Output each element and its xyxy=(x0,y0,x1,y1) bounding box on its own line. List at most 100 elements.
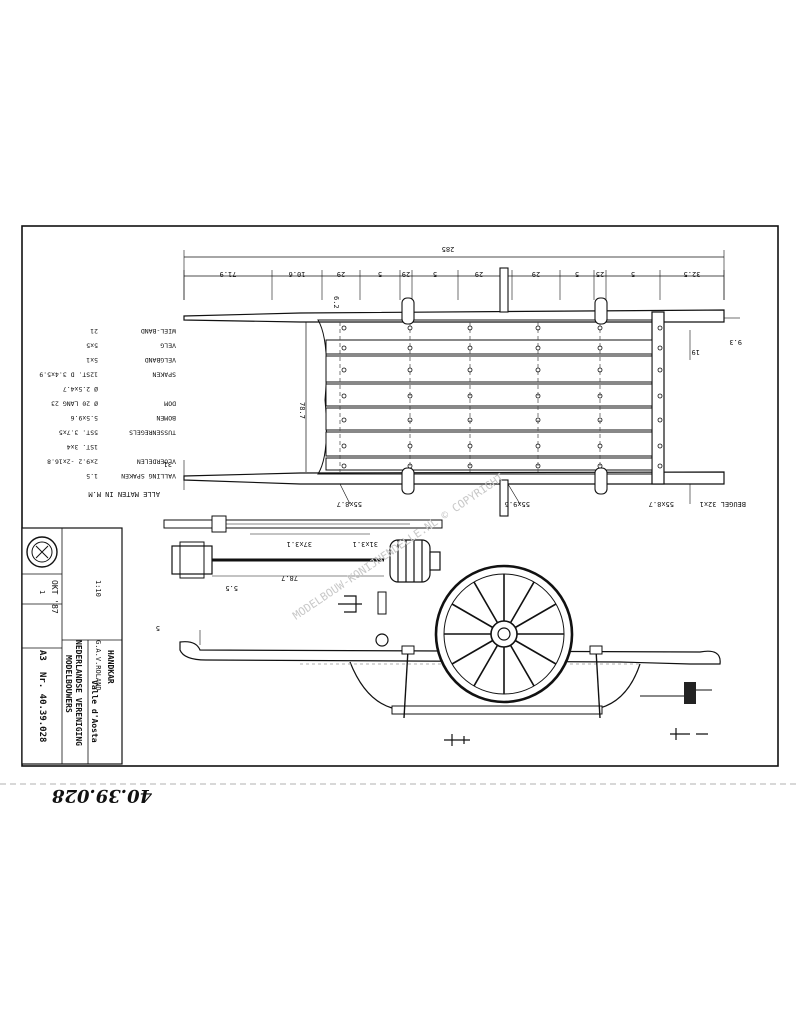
stanchion xyxy=(594,467,608,495)
org-line-1: NEDERLANDSE VERENIGING xyxy=(74,640,83,746)
bolt-hole xyxy=(341,443,347,449)
floor-board xyxy=(325,431,653,457)
dim-segment-label: 29 xyxy=(402,270,410,278)
wheel-spoke xyxy=(473,644,499,687)
part-name: VELGBAND xyxy=(145,356,176,364)
floor-board xyxy=(325,355,653,383)
callout-beam-3: 55x8.7 xyxy=(649,500,674,508)
association-logo-icon xyxy=(26,536,58,568)
wheel-spoke xyxy=(473,581,499,624)
wheel-spoke xyxy=(451,603,494,629)
part-spec: 5x1 xyxy=(86,356,98,364)
date-text: OKT '87 xyxy=(50,580,59,614)
wheel xyxy=(434,564,574,704)
bolt-hole xyxy=(657,393,663,399)
ring-detail xyxy=(375,633,389,647)
callout-beam-2: 55x9.6 xyxy=(505,500,530,508)
part-name: SPAKEN xyxy=(152,371,176,379)
format-text: A3 xyxy=(37,650,47,661)
dim-overall-length: 285 xyxy=(442,245,455,253)
callout-beugel: BEUGEL 32x1 xyxy=(700,500,746,508)
floor-board xyxy=(325,383,653,407)
plan-view: 285 71.910.629529529529525532.5 xyxy=(164,245,746,517)
beam-top xyxy=(183,309,725,323)
floor-board xyxy=(325,457,653,471)
dim-side: 5 xyxy=(156,624,160,632)
dim-axle-2: 31x3.1 xyxy=(353,540,378,548)
wheel-spoke xyxy=(514,639,557,665)
scale-text: 1:10 xyxy=(94,580,102,597)
bolt-hole xyxy=(657,367,663,373)
bolt-hole xyxy=(341,345,347,351)
part-spec: 12ST. D 3.4x5.9 xyxy=(39,371,98,379)
part-spec: 1ST. 3x4 xyxy=(67,443,98,451)
stanchion-cap xyxy=(401,645,415,655)
axle-stub xyxy=(499,479,509,517)
dim-segment-label: 29 xyxy=(532,270,540,278)
parts-list-title: ALLE MATEN IN M.M xyxy=(88,490,160,498)
bolt-hole xyxy=(657,345,663,351)
dim-small-2: 9.3 xyxy=(729,338,742,346)
part-spec: 5x5 xyxy=(86,342,98,350)
dim-segment-label: 29 xyxy=(475,270,483,278)
sheet-border xyxy=(21,225,779,767)
side-view: 5 xyxy=(156,564,721,746)
bolt-hole xyxy=(341,325,347,331)
part-spec: 2x9.2 -2x16.8 xyxy=(47,458,98,466)
dim-axle-4: 5.5 xyxy=(225,584,238,592)
part-spec: Ø 2.5x4.7 xyxy=(63,385,98,393)
bracket-detail xyxy=(377,591,387,615)
pin-detail xyxy=(670,728,708,740)
part-spec: 5.5x9.6 xyxy=(71,414,98,422)
part-name: VELG xyxy=(160,342,176,350)
floor-board xyxy=(325,407,653,431)
clamp-detail xyxy=(684,682,696,704)
wheel-spoke xyxy=(514,603,557,629)
part-spec: 1.5 xyxy=(86,472,98,480)
hub-side xyxy=(389,539,441,583)
part-name: VLOERDELEN xyxy=(137,458,176,466)
dim-segment-label: 25 xyxy=(596,270,604,278)
axle-views: 37x3.1 31x3.1 78.7 5.5 xyxy=(163,515,443,615)
part-name: VALLING SPAKEN xyxy=(121,472,176,480)
part-spec: 5ST. 3.7x5 xyxy=(59,429,98,437)
stanchion-cap xyxy=(589,645,603,655)
part-name: TUSSENREGELS xyxy=(129,429,176,437)
dim-small-1: 6.2 xyxy=(332,296,340,309)
bolt-hole xyxy=(341,393,347,399)
part-spec: 21 xyxy=(90,327,98,335)
wheel-spoke xyxy=(509,581,535,624)
bolt-hole xyxy=(657,443,663,449)
org-line-2: MODELBOUWERS xyxy=(64,655,73,713)
stanchion xyxy=(594,297,608,325)
part-name: BOMEN xyxy=(156,414,176,422)
dim-segment-label: 71.9 xyxy=(220,270,237,278)
dim-segment-label: 5 xyxy=(378,270,382,278)
drawn-by: G.A.V.ROLAND xyxy=(94,640,102,691)
part-name: WIEL-BAND xyxy=(141,327,176,335)
bolt-hole xyxy=(657,325,663,331)
title-block: HANDKAR Valle d'Aosta G.A.V.ROLAND NEDER… xyxy=(21,527,123,765)
floor-board xyxy=(325,339,653,355)
dim-segment-label: 10.6 xyxy=(289,270,306,278)
subtitle-text: Valle d'Aosta xyxy=(90,680,99,743)
part-spec: Ø 20 LANG 23 xyxy=(51,400,98,408)
rear-crossbeam xyxy=(651,311,665,485)
dim-segment-label: 5 xyxy=(575,270,579,278)
dim-axle-3: 78.7 xyxy=(281,574,298,582)
cart-bed-outline xyxy=(317,319,663,475)
dim-inner-length: 78.7 xyxy=(298,402,306,419)
sheet-text: 1 xyxy=(38,590,46,594)
floor-boards xyxy=(325,325,663,471)
dim-segment-label: 32.5 xyxy=(684,270,701,278)
dim-segment-label: 5 xyxy=(433,270,437,278)
drawing-number: Nr. 40.39.028 xyxy=(37,672,47,742)
dim-segment-label: 29 xyxy=(337,270,345,278)
bolt-hole xyxy=(341,463,347,469)
parts-list: ALLE MATEN IN M.M VALLING SPAKEN 1.5 VLOER… xyxy=(39,327,176,498)
wheel-spoke xyxy=(509,644,535,687)
stanchion xyxy=(401,467,415,495)
pin-detail xyxy=(444,734,470,746)
